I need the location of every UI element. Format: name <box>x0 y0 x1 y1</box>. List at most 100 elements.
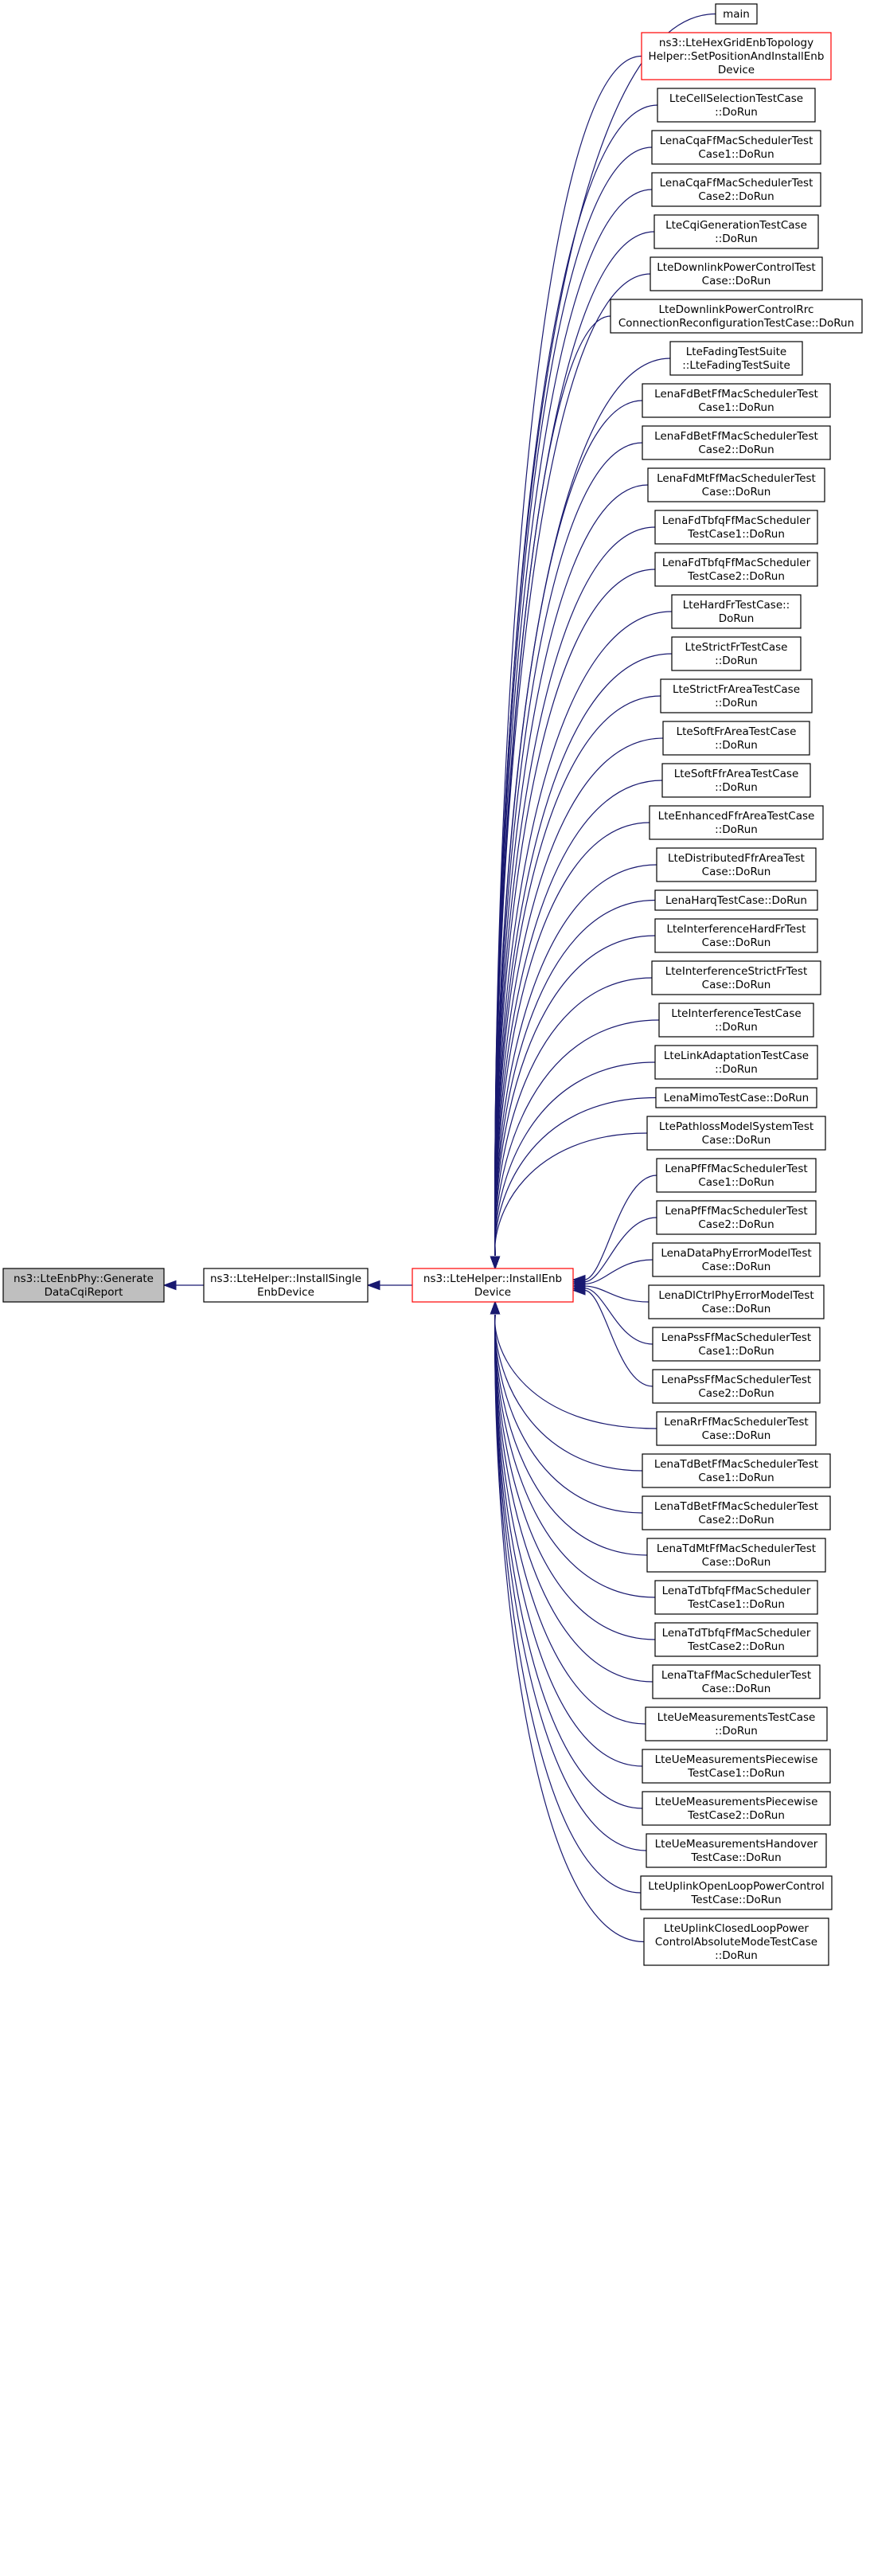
edge <box>494 1314 643 1514</box>
caller-node[interactable]: LteUplinkClosedLoopPowerControlAbsoluteM… <box>643 1917 829 1966</box>
caller-node-label: LteCellSelectionTestCase <box>669 92 803 105</box>
caller-node-box <box>641 32 832 80</box>
caller-node-label: LenaFdMtFfMacSchedulerTest <box>657 472 816 485</box>
caller-node-label: Case::DoRun <box>702 866 771 878</box>
caller-node-label: LenaTdMtFfMacSchedulerTest <box>657 1542 816 1555</box>
caller-node[interactable]: LenaHarqTestCase::DoRun <box>654 889 818 911</box>
caller-node-box <box>646 1833 827 1868</box>
middle-node-label: EnbDevice <box>257 1286 314 1299</box>
caller-node-box <box>671 636 802 671</box>
caller-node[interactable]: main <box>715 3 758 25</box>
caller-node[interactable]: LteLinkAdaptationTestCase::DoRun <box>654 1045 818 1080</box>
edge <box>494 1132 648 1257</box>
edge <box>583 1289 653 1387</box>
caller-node[interactable]: LteInterferenceTestCase::DoRun <box>658 1003 814 1038</box>
caller-node-box <box>671 594 802 629</box>
caller-node[interactable]: LteCellSelectionTestCase::DoRun <box>657 88 816 123</box>
caller-node[interactable]: LteUeMeasurementsTestCase::DoRun <box>645 1706 828 1741</box>
caller-node[interactable]: LteStrictFrTestCase::DoRun <box>671 636 802 671</box>
edge <box>494 611 673 1257</box>
caller-node-label: Case::DoRun <box>702 1429 771 1442</box>
caller-node-box <box>658 1003 814 1038</box>
caller-node[interactable]: LteFadingTestSuite::LteFadingTestSuite <box>669 341 803 376</box>
caller-node[interactable]: LteUplinkOpenLoopPowerControlTestCase::D… <box>640 1875 833 1910</box>
caller-node-label: TestCase1::DoRun <box>687 528 785 541</box>
edge <box>583 1288 653 1345</box>
edge <box>583 1285 650 1303</box>
caller-node[interactable]: LteSoftFrAreaTestCase::DoRun <box>662 721 810 756</box>
caller-node[interactable]: LteSoftFfrAreaTestCase::DoRun <box>661 763 811 798</box>
caller-node[interactable]: LteDownlinkPowerControlRrcConnectionReco… <box>610 299 863 334</box>
caller-node-label: LenaPssFfMacSchedulerTest <box>661 1374 811 1386</box>
caller-node[interactable]: LteCqiGenerationTestCase::DoRun <box>653 214 819 249</box>
edge-arrowhead <box>572 1285 586 1296</box>
caller-node-label: LteUeMeasurementsPiecewise <box>655 1796 818 1808</box>
caller-node-box <box>654 1045 818 1080</box>
caller-node-box <box>640 1875 833 1910</box>
caller-node-label: LenaRrFfMacSchedulerTest <box>664 1416 808 1429</box>
caller-node-label: LenaMimoTestCase::DoRun <box>664 1092 810 1104</box>
caller-node-label: ::DoRun <box>715 781 758 794</box>
caller-node-box <box>654 889 818 911</box>
caller-node-label: Case::DoRun <box>702 1303 771 1315</box>
caller-node[interactable]: LteUeMeasurementsPiecewiseTestCase1::DoR… <box>642 1749 831 1784</box>
caller-node-label: LenaTdBetFfMacSchedulerTest <box>654 1500 818 1513</box>
edges <box>162 13 716 1943</box>
edge-arrowhead <box>490 1300 501 1315</box>
caller-node[interactable]: LenaMimoTestCase::DoRun <box>655 1087 817 1108</box>
caller-node-label: LenaFdBetFfMacSchedulerTest <box>654 388 818 401</box>
caller-node[interactable]: LteEnhancedFfrAreaTestCase::DoRun <box>649 805 824 840</box>
caller-node-label: ControlAbsoluteModeTestCase <box>655 1936 817 1949</box>
caller-node-label: LenaFdTbfqFfMacScheduler <box>662 514 811 527</box>
caller-node-label: TestCase2::DoRun <box>687 1640 785 1653</box>
caller-node[interactable]: LteHardFrTestCase::DoRun <box>671 594 802 629</box>
caller-node-box <box>654 1580 818 1615</box>
caller-node[interactable]: ns3::LteHexGridEnbTopologyHelper::SetPos… <box>641 32 832 80</box>
caller-node-label: LteSoftFrAreaTestCase <box>677 725 797 738</box>
caller-node-label: LenaCqaFfMacSchedulerTest <box>660 135 813 147</box>
caller-node-label: LteUplinkClosedLoopPower <box>664 1922 809 1935</box>
caller-node-box <box>662 721 810 756</box>
edge <box>494 1314 645 1943</box>
caller-node-label: ::DoRun <box>715 1021 758 1034</box>
caller-node-box <box>653 214 819 249</box>
caller-node[interactable]: LteStrictFrAreaTestCase::DoRun <box>660 678 813 713</box>
caller-node-label: TestCase::DoRun <box>690 1851 781 1864</box>
caller-node[interactable]: LteUeMeasurementsPiecewiseTestCase2::DoR… <box>642 1791 831 1826</box>
caller-node-label: ::DoRun <box>715 739 758 752</box>
caller-node-label: LteDownlinkPowerControlTest <box>657 261 815 274</box>
caller-node-box <box>651 960 821 995</box>
caller-node-label: Case::DoRun <box>702 486 771 498</box>
caller-node-box <box>655 1087 817 1108</box>
caller-node-box <box>654 510 818 545</box>
